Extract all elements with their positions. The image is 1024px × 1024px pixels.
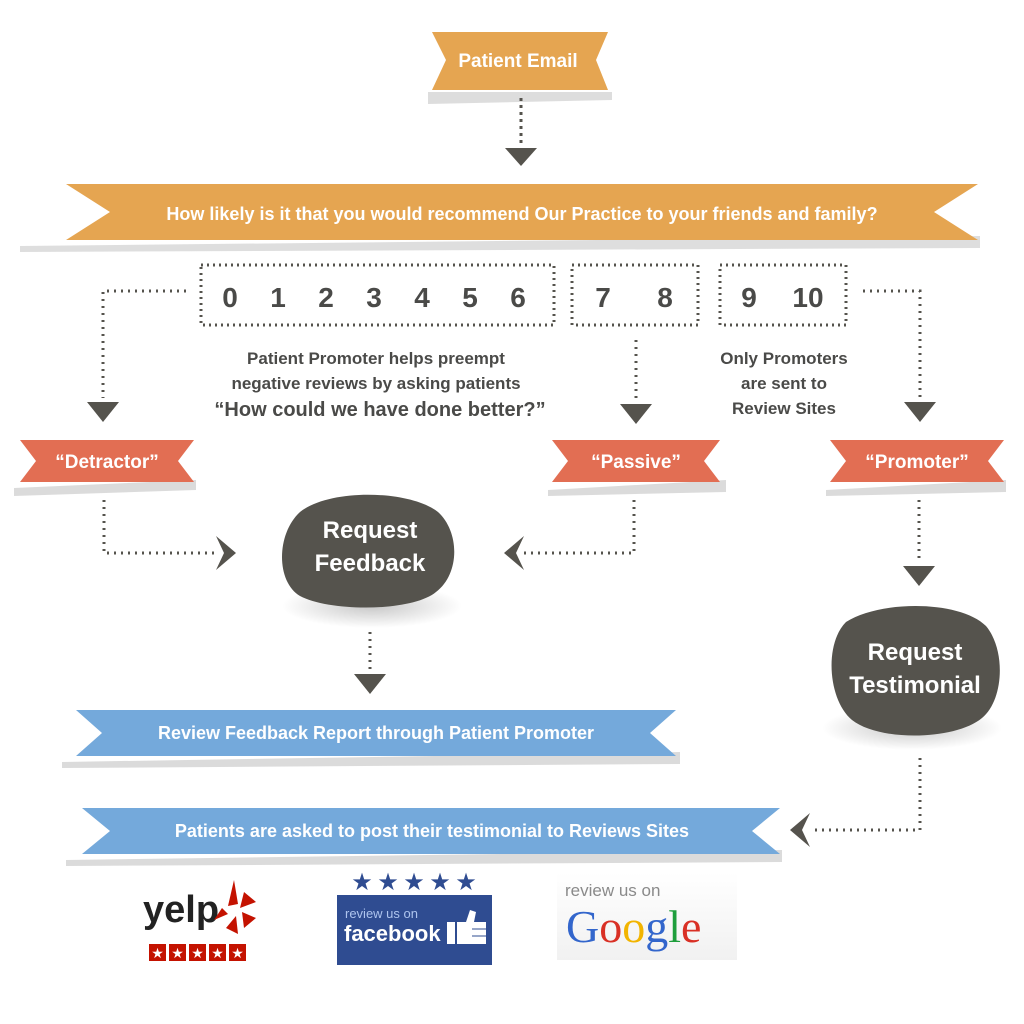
yelp-burst-icon — [214, 880, 256, 934]
arrowhead-down — [505, 148, 537, 166]
arrowhead-down-report — [354, 674, 386, 694]
google-logo[interactable]: review us on Google — [557, 872, 737, 960]
connector-detractor — [101, 289, 186, 398]
only-promoters-line-2: are sent to — [741, 374, 827, 393]
only-promoters-line-3: Review Sites — [732, 399, 836, 418]
review-feedback-label: Review Feedback Report through Patient P… — [158, 723, 594, 743]
svg-text:★: ★ — [455, 869, 477, 896]
google-wordmark: Google — [566, 901, 701, 952]
detractor-label: “Detractor” — [55, 452, 158, 473]
connector-promoter — [863, 289, 922, 398]
connector-detractor-feedback — [102, 500, 218, 555]
score-7: 7 — [595, 282, 611, 313]
score-9: 9 — [741, 282, 757, 313]
facebook-rating-stars: ★ ★ ★ ★ ★ — [351, 869, 477, 896]
svg-text:★: ★ — [211, 945, 224, 961]
connector-testimonial-post — [812, 758, 922, 832]
svg-text:★: ★ — [403, 869, 425, 896]
only-promoters-note: Only Promoters are sent to Review Sites — [720, 349, 848, 418]
request-feedback-node: Request Feedback — [282, 494, 462, 628]
thumbs-up-icon — [447, 910, 486, 944]
facebook-wordmark: facebook — [344, 921, 441, 946]
patient-email-node: Patient Email — [428, 32, 612, 104]
arrowhead-left-post — [790, 813, 810, 847]
score-1: 1 — [270, 282, 286, 313]
preempt-line-1: Patient Promoter helps preempt — [247, 349, 505, 368]
question-node: How likely is it that you would recommen… — [20, 184, 980, 252]
score-box-promoter: 9 10 — [718, 263, 848, 327]
request-testimonial-node: Request Testimonial — [822, 605, 1002, 750]
svg-text:★: ★ — [231, 945, 244, 961]
passive-node: “Passive” — [548, 440, 726, 496]
promoter-label: “Promoter” — [865, 452, 968, 473]
yelp-logo[interactable]: yelp ★ ★ ★ ★ ★ — [143, 880, 256, 961]
score-box-passive: 7 8 — [570, 263, 700, 327]
request-testimonial-line-2: Testimonial — [849, 672, 981, 699]
passive-label: “Passive” — [591, 452, 681, 473]
score-10: 10 — [792, 282, 823, 313]
svg-text:★: ★ — [377, 869, 399, 896]
svg-text:★: ★ — [191, 945, 204, 961]
score-box-detractor: 0 1 2 3 4 5 6 — [199, 263, 556, 327]
arrowhead-promoter — [904, 402, 936, 422]
promoter-node: “Promoter” — [826, 440, 1006, 496]
detractor-node: “Detractor” — [14, 440, 196, 496]
score-6: 6 — [510, 282, 526, 313]
request-feedback-line-2: Feedback — [315, 550, 426, 577]
preempt-quote: “How could we have done better?” — [214, 399, 545, 421]
review-feedback-node: Review Feedback Report through Patient P… — [62, 710, 680, 768]
facebook-review-text: review us on — [345, 906, 418, 921]
arrowhead-down-testimonial — [903, 566, 935, 586]
question-label: How likely is it that you would recommen… — [166, 204, 877, 224]
request-feedback-line-1: Request — [323, 517, 418, 544]
score-4: 4 — [414, 282, 430, 313]
preempt-line-2: negative reviews by asking patients — [231, 374, 520, 393]
preempt-note: Patient Promoter helps preempt negative … — [214, 349, 545, 421]
request-testimonial-line-1: Request — [868, 639, 963, 666]
arrowhead-left — [504, 536, 524, 570]
google-review-text: review us on — [565, 881, 660, 900]
score-2: 2 — [318, 282, 334, 313]
svg-text:★: ★ — [351, 869, 373, 896]
arrowhead-passive — [620, 404, 652, 424]
score-8: 8 — [657, 282, 673, 313]
arrowhead-right — [216, 536, 236, 570]
yelp-wordmark: yelp — [143, 889, 219, 931]
post-testimonial-node: Patients are asked to post their testimo… — [66, 808, 782, 866]
connector-passive-feedback — [524, 500, 636, 555]
only-promoters-line-1: Only Promoters — [720, 349, 848, 368]
post-testimonial-label: Patients are asked to post their testimo… — [175, 821, 689, 841]
patient-email-label: Patient Email — [458, 51, 577, 72]
score-5: 5 — [462, 282, 478, 313]
svg-text:★: ★ — [429, 869, 451, 896]
yelp-rating-stars: ★ ★ ★ ★ ★ — [149, 944, 246, 961]
svg-text:★: ★ — [151, 945, 164, 961]
score-3: 3 — [366, 282, 382, 313]
facebook-logo[interactable]: ★ ★ ★ ★ ★ review us on facebook — [337, 869, 492, 965]
svg-text:★: ★ — [171, 945, 184, 961]
arrowhead-detractor — [87, 402, 119, 422]
score-0: 0 — [222, 282, 238, 313]
